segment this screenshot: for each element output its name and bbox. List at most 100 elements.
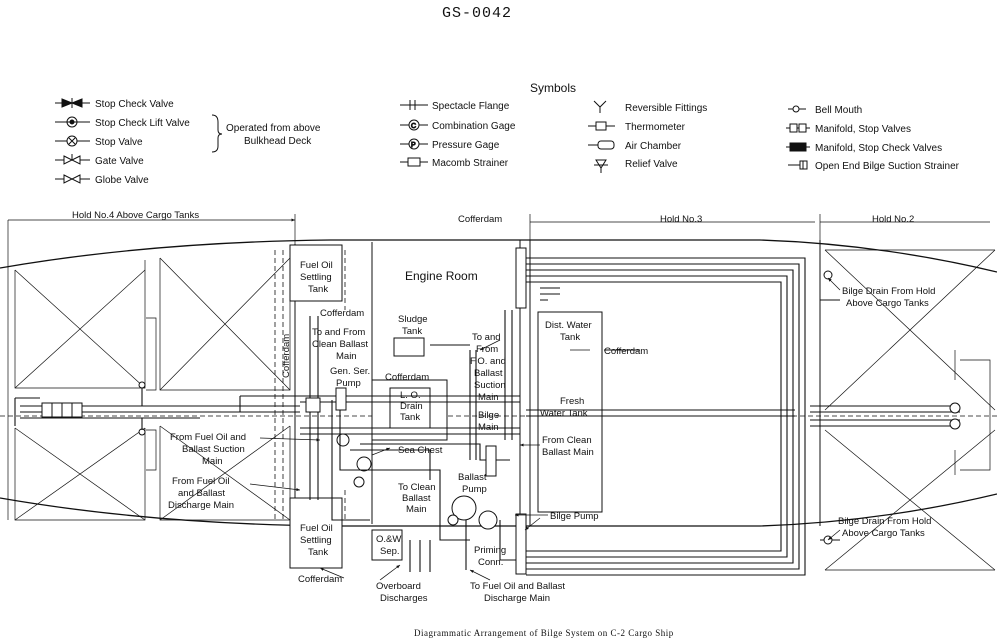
bilge-drain-bottom: Bilge Drain From Hold bbox=[838, 516, 931, 527]
sea-chest: Sea Chest bbox=[398, 445, 443, 456]
legend-label: Stop Valve bbox=[95, 137, 143, 148]
to-fo-discharge: To Fuel Oil and Ballast bbox=[470, 581, 565, 592]
ballast-pump: Ballast bbox=[458, 472, 487, 483]
ow-sep: Sep. bbox=[380, 546, 400, 557]
from-clean-ballast: From Clean bbox=[542, 435, 592, 446]
bilge-main: Bilge bbox=[478, 410, 499, 421]
cofferdam-lo: Cofferdam bbox=[385, 372, 429, 383]
bell-mouth-icon bbox=[788, 105, 806, 113]
fuel-oil-settling-bottom: Tank bbox=[308, 547, 328, 558]
sludge-tank: Tank bbox=[402, 326, 422, 337]
priming-conn: Priming bbox=[474, 545, 506, 556]
cofferdam-a: Cofferdam bbox=[320, 308, 364, 319]
fuel-oil-settling-bottom: Fuel Oil bbox=[300, 523, 333, 534]
bracket bbox=[211, 114, 223, 153]
fuel-oil-settling-top: Tank bbox=[308, 284, 328, 295]
to-from-clean-ballast: Main bbox=[336, 351, 357, 362]
dist-water-tank: Dist. Water bbox=[545, 320, 592, 331]
legend-label: Macomb Strainer bbox=[432, 158, 509, 169]
bilge-pump: Bilge Pump bbox=[550, 511, 599, 522]
hold4-structure bbox=[14, 250, 291, 521]
bracket-note: Bulkhead Deck bbox=[244, 136, 312, 147]
to-clean-ballast: Ballast bbox=[402, 493, 431, 504]
gen-ser-pump: Pump bbox=[336, 378, 361, 389]
overboard: Overboard bbox=[376, 581, 421, 592]
from-fo-suction: Main bbox=[202, 456, 223, 467]
legend-label: Pressure Gage bbox=[432, 140, 500, 151]
engine-room-piping bbox=[239, 244, 527, 575]
fuel-oil-settling-bottom: Settling bbox=[300, 535, 332, 546]
bilge-drain-top: Above Cargo Tanks bbox=[846, 298, 929, 309]
stop-check-valve-icon bbox=[55, 98, 90, 108]
spectacle-flange-icon bbox=[400, 100, 428, 110]
legend-label: Stop Check Lift Valve bbox=[95, 118, 190, 129]
cofferdam-top-label: Cofferdam bbox=[458, 214, 502, 225]
legend-label: Gate Valve bbox=[95, 156, 144, 167]
legend-label: Combination Gage bbox=[432, 121, 516, 132]
legend-label: Reversible Fittings bbox=[625, 103, 707, 114]
bilge-drain-top: Bilge Drain From Hold bbox=[842, 286, 935, 297]
fresh-water-tank: Water Tank bbox=[540, 408, 588, 419]
legend-label: Manifold, Stop Valves bbox=[815, 124, 911, 135]
legend-label: Open End Bilge Suction Strainer bbox=[815, 161, 960, 172]
bracket-note: Operated from above bbox=[226, 123, 321, 134]
to-from-fo-ballast: To and bbox=[472, 332, 501, 343]
bilge-drain-bottom: Above Cargo Tanks bbox=[842, 528, 925, 539]
from-fo-discharge: From Fuel Oil bbox=[172, 476, 230, 487]
gate-valve-icon bbox=[55, 154, 90, 165]
legend-label: Air Chamber bbox=[625, 141, 682, 152]
from-fo-discharge: Discharge Main bbox=[168, 500, 234, 511]
thermometer-icon bbox=[588, 121, 615, 131]
priming-conn: Conn. bbox=[478, 557, 503, 568]
cofferdam-bottom: Cofferdam bbox=[298, 574, 342, 585]
from-fo-suction: Ballast Suction bbox=[182, 444, 245, 455]
symbols-legend: Symbols Stop Check Valve Stop Check Lift… bbox=[55, 81, 960, 186]
to-from-fo-ballast: Ballast bbox=[474, 368, 503, 379]
sludge-tank: Sludge bbox=[398, 314, 428, 325]
hold4-label: Hold No.4 Above Cargo Tanks bbox=[72, 210, 199, 221]
to-from-clean-ballast: To and From bbox=[312, 327, 365, 338]
combination-gage-icon: C bbox=[400, 119, 428, 131]
legend-label: Manifold, Stop Check Valves bbox=[815, 143, 942, 154]
stop-check-lift-valve-icon bbox=[55, 116, 90, 128]
manifold-stop-check-valves-icon bbox=[786, 142, 810, 152]
legend-label: Bell Mouth bbox=[815, 105, 862, 116]
to-from-clean-ballast: Clean Ballast bbox=[312, 339, 368, 350]
air-chamber-icon bbox=[588, 140, 615, 150]
from-fo-suction: From Fuel Oil and bbox=[170, 432, 246, 443]
to-from-fo-ballast: F.O. and bbox=[470, 356, 506, 367]
symbols-title: Symbols bbox=[530, 81, 576, 95]
legend-label: Relief Valve bbox=[625, 159, 678, 170]
lo-drain-tank: L. O. bbox=[400, 390, 421, 401]
engine-room-label: Engine Room bbox=[405, 269, 478, 283]
hold2-label: Hold No.2 bbox=[872, 214, 914, 225]
gen-ser-pump: Gen. Ser. bbox=[330, 366, 370, 377]
to-fo-discharge: Discharge Main bbox=[484, 593, 550, 604]
hold3-label: Hold No.3 bbox=[660, 214, 702, 225]
bilge-main: Main bbox=[478, 422, 499, 433]
overboard: Discharges bbox=[380, 593, 428, 604]
open-end-strainer-icon bbox=[788, 160, 808, 170]
doc-id: GS-0042 bbox=[442, 5, 512, 22]
to-clean-ballast: Main bbox=[406, 504, 427, 515]
to-clean-ballast: To Clean bbox=[398, 482, 436, 493]
fuel-oil-settling-top: Settling bbox=[300, 272, 332, 283]
svg-text:P: P bbox=[411, 142, 416, 149]
cofferdam-vertical: Cofferdam bbox=[281, 334, 292, 378]
from-fo-discharge: and Ballast bbox=[178, 488, 225, 499]
to-from-fo-ballast: Main bbox=[478, 392, 499, 403]
to-from-fo-ballast: Suction bbox=[474, 380, 506, 391]
cofferdam-right: Cofferdam bbox=[604, 346, 648, 357]
dist-water-tank: Tank bbox=[560, 332, 580, 343]
fuel-oil-settling-top: Fuel Oil bbox=[300, 260, 333, 271]
legend-label: Stop Check Valve bbox=[95, 99, 174, 110]
relief-valve-icon bbox=[594, 159, 608, 173]
fresh-water-tank: Fresh bbox=[560, 396, 584, 407]
reversible-fittings-icon bbox=[593, 100, 607, 113]
callout-arrows bbox=[249, 277, 841, 581]
pressure-gage-icon: P bbox=[400, 138, 428, 150]
hold3-piping bbox=[526, 249, 996, 576]
lo-drain-tank: Drain bbox=[400, 401, 423, 412]
hold4-suction bbox=[14, 381, 300, 436]
